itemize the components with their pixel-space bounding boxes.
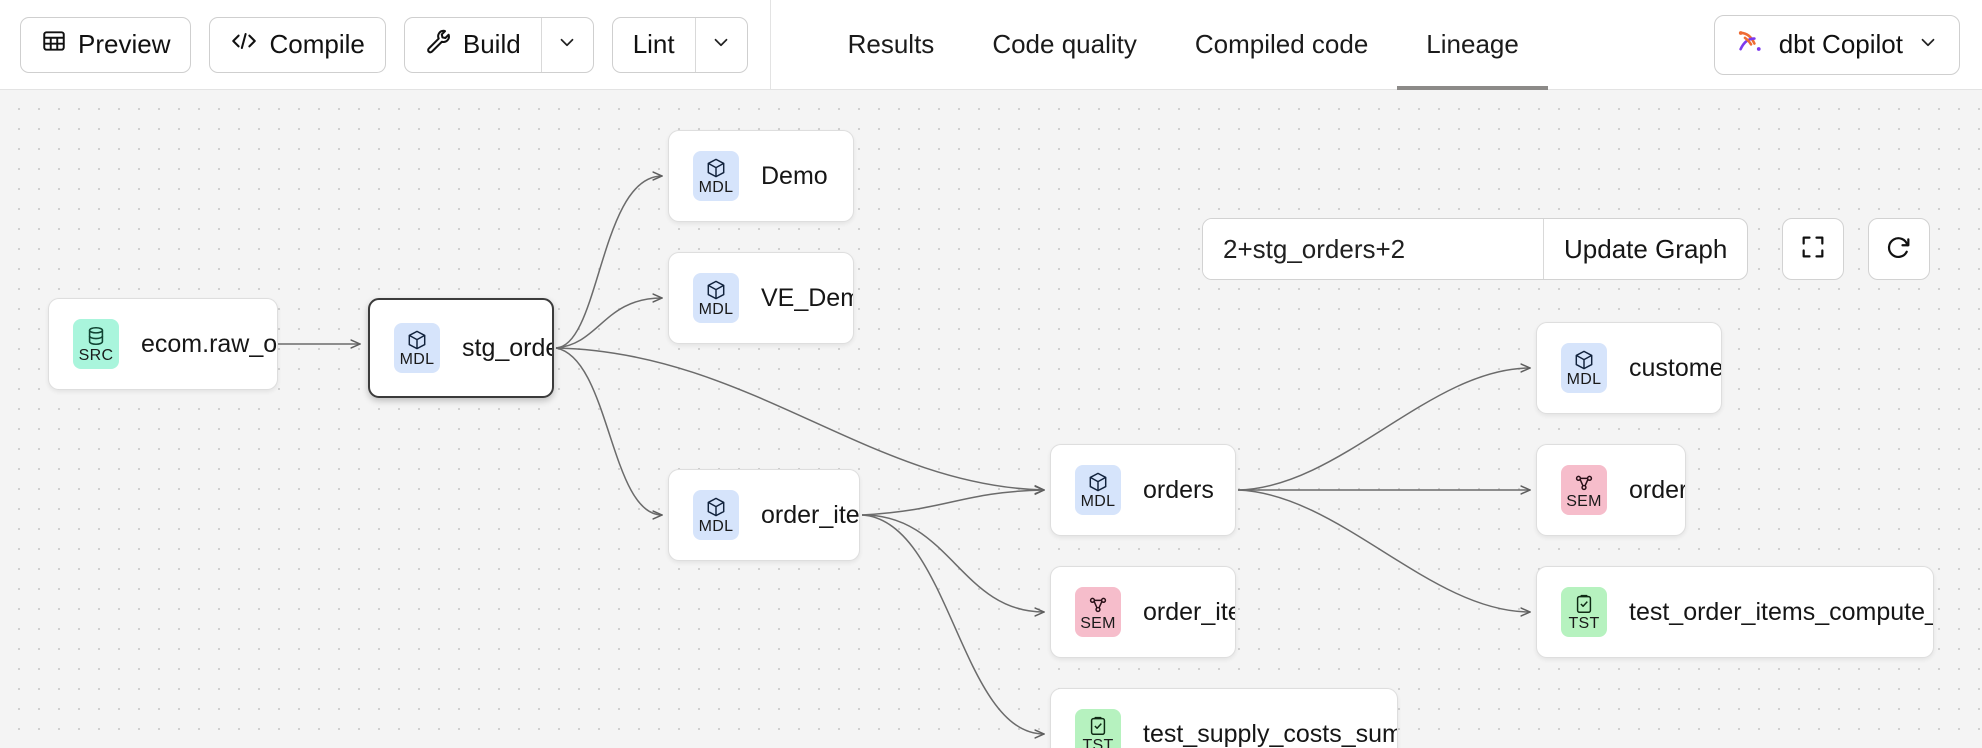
- tab-lineage[interactable]: Lineage: [1397, 0, 1548, 90]
- node-type-badge-mdl: MDL: [394, 323, 440, 373]
- lineage-node-test-order-items[interactable]: TST test_order_items_compute_to_bools_c…: [1536, 566, 1934, 658]
- chevron-down-icon: [1917, 29, 1939, 60]
- lineage-node-demo[interactable]: MDL Demo: [668, 130, 854, 222]
- node-type-badge-tst: TST: [1075, 709, 1121, 748]
- refresh-icon: [1885, 233, 1913, 266]
- lineage-node-ecom-raw-orders[interactable]: SRC ecom.raw_orders: [48, 298, 278, 390]
- lineage-node-ve-demo[interactable]: MDL VE_Demo: [668, 252, 854, 344]
- compile-button[interactable]: Compile: [209, 16, 386, 73]
- build-button-label: Build: [462, 29, 521, 59]
- refresh-button[interactable]: [1868, 218, 1930, 280]
- node-type-badge-sem: SEM: [1075, 587, 1121, 637]
- lineage-node-label: orders: [1629, 475, 1685, 504]
- lineage-node-label: orders: [1143, 475, 1214, 504]
- badge-label: MDL: [698, 178, 734, 196]
- node-type-badge-mdl: MDL: [693, 151, 739, 201]
- lineage-node-stg-orders[interactable]: MDL stg_orders: [368, 298, 554, 398]
- build-button[interactable]: Build: [405, 18, 541, 72]
- dbt-copilot-button[interactable]: dbt Copilot: [1713, 14, 1960, 75]
- lineage-node-customers[interactable]: MDL customers: [1536, 322, 1722, 414]
- lineage-node-label: test_supply_costs_sum_correctly: [1143, 719, 1397, 748]
- lineage-node-label: test_order_items_compute_to_bools_c…: [1629, 597, 1933, 626]
- node-type-badge-sem: SEM: [1561, 465, 1607, 515]
- dbt-copilot-icon: [1735, 26, 1765, 63]
- fullscreen-button[interactable]: [1782, 218, 1844, 280]
- badge-label: SRC: [78, 346, 114, 364]
- lineage-node-test-supply-costs[interactable]: TST test_supply_costs_sum_correctly: [1050, 688, 1398, 748]
- node-type-badge-mdl: MDL: [1075, 465, 1121, 515]
- graph-selector-group: 2+stg_orders+2 Update Graph: [1202, 218, 1749, 280]
- lineage-node-label: Demo: [761, 161, 828, 190]
- badge-label: TST: [1568, 614, 1600, 632]
- tab-results[interactable]: Results: [819, 0, 964, 90]
- build-split-button: Build: [403, 16, 594, 73]
- lineage-node-order-item-semantic[interactable]: SEM order_item: [1050, 566, 1236, 658]
- build-dropdown-toggle[interactable]: [540, 17, 593, 72]
- lint-split-button: Lint: [611, 16, 748, 73]
- code-icon: [230, 28, 258, 61]
- chevron-down-icon: [556, 31, 578, 58]
- badge-label: MDL: [1566, 370, 1602, 388]
- badge-label: MDL: [1080, 492, 1116, 510]
- lineage-node-orders-semantic[interactable]: SEM orders: [1536, 444, 1686, 536]
- lint-dropdown-toggle[interactable]: [694, 17, 747, 72]
- top-toolbar: Preview Compile Build: [0, 0, 1982, 90]
- tab-lineage-label: Lineage: [1426, 29, 1519, 59]
- lineage-node-order-items[interactable]: MDL order_items: [668, 469, 860, 561]
- compile-button-label: Compile: [269, 29, 365, 59]
- lineage-node-label: ecom.raw_orders: [141, 329, 277, 358]
- badge-label: SEM: [1080, 614, 1116, 632]
- lint-button-label: Lint: [632, 29, 675, 59]
- table-icon: [41, 28, 67, 61]
- lineage-node-label: order_items: [761, 500, 859, 529]
- node-type-badge-src: SRC: [73, 319, 119, 369]
- fullscreen-icon: [1799, 233, 1827, 266]
- lineage-node-label: stg_orders: [462, 333, 552, 362]
- tab-code-quality-label: Code quality: [992, 29, 1137, 59]
- lineage-node-label: customers: [1629, 353, 1721, 382]
- lineage-node-label: order_item: [1143, 597, 1235, 626]
- tab-code-quality[interactable]: Code quality: [963, 0, 1166, 90]
- dbt-copilot-label: dbt Copilot: [1778, 29, 1903, 59]
- tab-compiled-code-label: Compiled code: [1194, 29, 1369, 59]
- wrench-icon: [425, 28, 452, 62]
- node-type-badge-mdl: MDL: [693, 490, 739, 540]
- lineage-node-label: VE_Demo: [761, 283, 853, 312]
- lineage-edges: [278, 90, 1982, 748]
- node-type-badge-mdl: MDL: [693, 273, 739, 323]
- toolbar-actions: Preview Compile Build: [0, 0, 748, 89]
- badge-label: MDL: [698, 517, 734, 535]
- node-type-badge-tst: TST: [1561, 587, 1607, 637]
- tab-results-label: Results: [847, 29, 935, 59]
- badge-label: MDL: [399, 350, 435, 368]
- lineage-canvas[interactable]: SRC ecom.raw_orders MDL stg_orders MDL D…: [0, 90, 1982, 748]
- tab-compiled-code[interactable]: Compiled code: [1166, 0, 1397, 90]
- badge-label: MDL: [698, 300, 734, 318]
- graph-selector-input[interactable]: 2+stg_orders+2: [1203, 219, 1543, 279]
- toolbar-right: dbt Copilot: [1713, 14, 1982, 75]
- badge-label: SEM: [1566, 492, 1602, 510]
- badge-label: TST: [1082, 736, 1114, 748]
- preview-button-label: Preview: [78, 29, 171, 59]
- update-graph-button[interactable]: Update Graph: [1543, 219, 1747, 279]
- preview-button[interactable]: Preview: [20, 16, 192, 73]
- node-type-badge-mdl: MDL: [1561, 343, 1607, 393]
- chevron-down-icon: [710, 31, 732, 58]
- tab-bar: Results Code quality Compiled code Linea…: [771, 0, 1548, 90]
- lineage-node-orders-model[interactable]: MDL orders: [1050, 444, 1236, 536]
- lint-button[interactable]: Lint: [613, 18, 695, 72]
- toolbar-divider: [769, 0, 771, 90]
